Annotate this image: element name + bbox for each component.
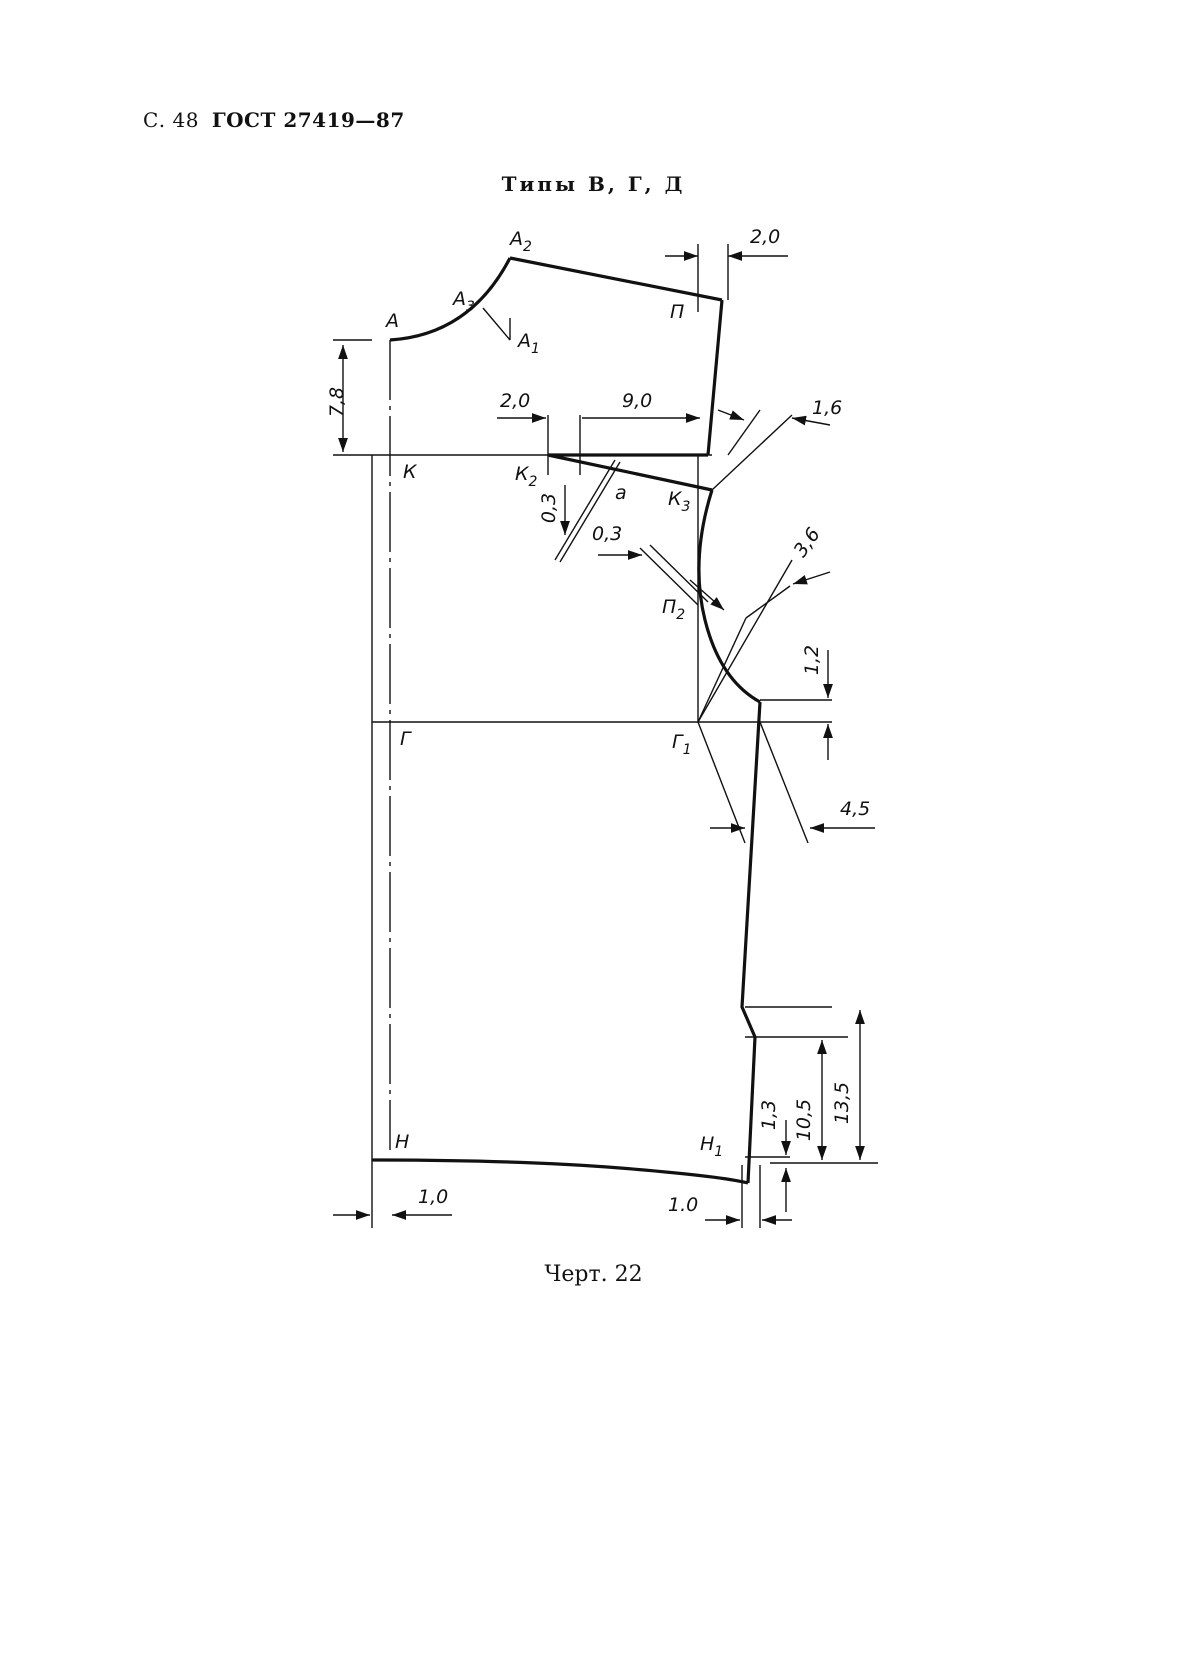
armhole-guide-2 (697, 617, 747, 723)
armhole-guide-1 (697, 559, 793, 723)
side-diagonal-2 (759, 721, 809, 844)
armhole-curve (697, 489, 761, 704)
dim-dart-width: 9,0 (622, 390, 652, 412)
dimension-arrows (333, 251, 875, 1225)
dim-armhole-shift: 0,3 (592, 523, 622, 545)
standard-number: ГОСТ 27419—87 (211, 108, 405, 132)
armhole-shift-1 (639, 547, 699, 606)
point-G: Г (400, 728, 412, 750)
dim-neck-depth: 7,8 (326, 387, 348, 417)
figure-caption: Черт. 22 (544, 1262, 643, 1287)
point-K: К (403, 461, 418, 483)
dart-diagonal-1 (554, 459, 616, 561)
neckline-curve (389, 257, 512, 342)
shoulder-line (509, 256, 723, 302)
point-A1: А1 (516, 330, 540, 357)
point-G1: Г1 (672, 731, 692, 758)
figure-title: Типы В, Г, Д (501, 172, 686, 196)
side-diagonal-1 (697, 721, 746, 844)
hem-line (371, 1158, 749, 1185)
dim-dart-left: 2,0 (500, 390, 530, 412)
point-N1: Н1 (700, 1133, 723, 1160)
dim-armhole-top: 1,6 (812, 397, 842, 419)
armhole-top-arrow-2 (791, 415, 831, 426)
dim-shoulder-offset: 2,0 (750, 226, 780, 248)
dim-side-offset: 4,5 (840, 798, 870, 820)
point-A3: А3 (451, 288, 475, 315)
dim-hem-rise: 1,3 (758, 1100, 780, 1130)
shoulder-drop (706, 299, 724, 456)
dim-side-rise: 1,2 (801, 645, 823, 675)
dim-dart-drop: 0,3 (538, 493, 560, 523)
armhole-ext-2 (711, 414, 793, 491)
point-A2: А2 (508, 228, 532, 255)
dim-slit-short: 10,5 (793, 1099, 815, 1141)
dim-armhole-curve: 3,6 (789, 524, 824, 561)
armhole-guide-3 (745, 585, 791, 619)
armhole-top-arrow (717, 409, 745, 421)
point-labels: А А3 А1 А2 П К К2 а К3 П2 Г Г1 Н Н1 (384, 228, 723, 1160)
dim-side-allowance: 1.0 (668, 1194, 698, 1216)
dimension-values: 2,0 7,8 2,0 9,0 1,6 0,3 0,3 3,6 1,2 4,5 … (326, 226, 870, 1216)
page-header: С. 48 ГОСТ 27419—87 (143, 108, 405, 132)
pattern-outline (371, 256, 762, 1185)
dim-front-allowance: 1,0 (418, 1186, 448, 1208)
point-N: Н (395, 1131, 409, 1153)
point-P: П (670, 301, 684, 323)
armhole-ext-1 (727, 409, 761, 456)
armhole-curve-arrow-2 (792, 571, 831, 585)
point-P2: П2 (662, 596, 685, 623)
neck-diagonal (482, 307, 511, 341)
point-a: а (615, 482, 627, 504)
page-number: С. 48 (143, 108, 199, 132)
point-K2: К2 (515, 463, 538, 490)
armhole-shift-2 (649, 544, 709, 603)
construction-lines (333, 244, 878, 1228)
dim-slit-long: 13,5 (831, 1082, 853, 1124)
point-A: А (384, 310, 399, 332)
armhole-curve-arrow (689, 579, 725, 611)
point-K3: К3 (668, 488, 690, 515)
side-seam (740, 701, 762, 1184)
dart-edge-bottom (547, 453, 713, 492)
dart-diagonal-2 (559, 461, 621, 563)
